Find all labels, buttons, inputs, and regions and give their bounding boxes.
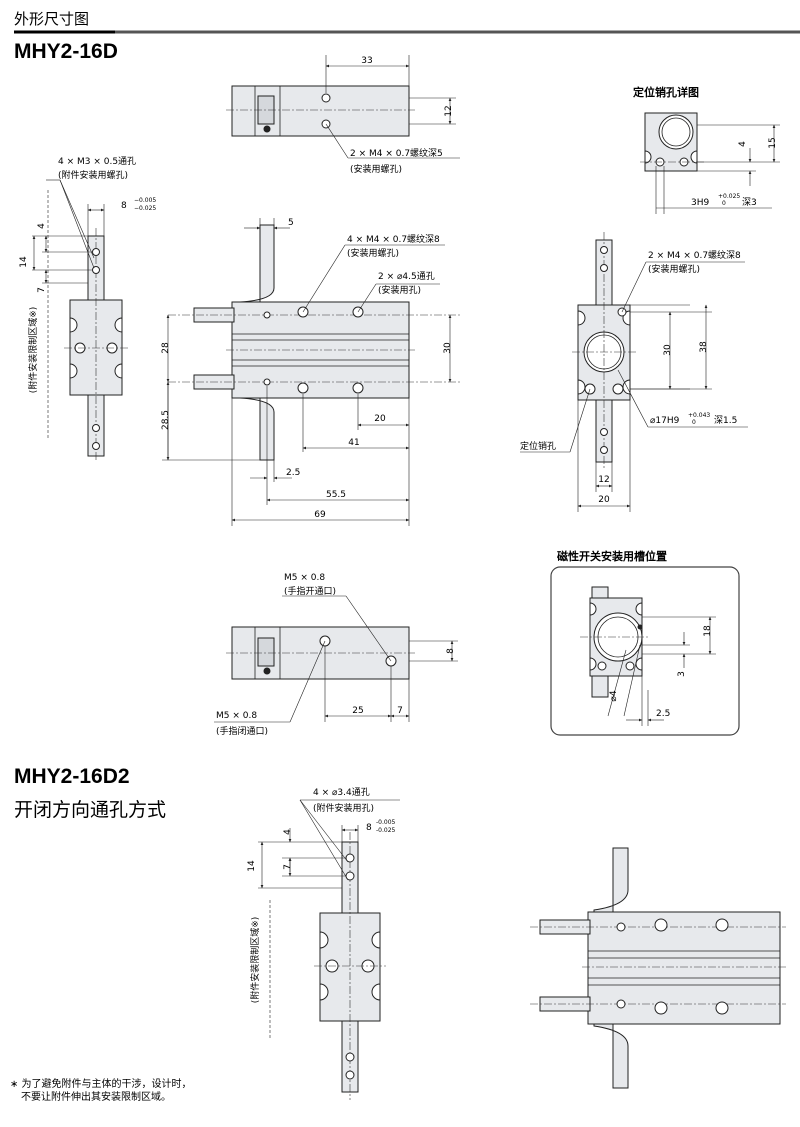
- switch-groove-detail: 磁性开关安装用槽位置 18 3 2.5 ⌀4: [550, 549, 740, 736]
- dim-4: 4: [37, 223, 47, 229]
- dim-28: 28: [161, 342, 171, 354]
- dim-25: 25: [352, 706, 363, 716]
- callout-finger-close: (手指闭通口): [216, 725, 268, 737]
- front-lower-flange: [239, 393, 275, 461]
- pin-3h9: 3H9: [691, 198, 709, 208]
- dim-41: 41: [348, 438, 359, 448]
- dim-4-d2: 4: [283, 829, 293, 835]
- footnote-line-2: 不要让附件伸出其安装限制区域。: [21, 1092, 171, 1103]
- dim-2-5: 2.5: [286, 468, 300, 478]
- tol-8-d2-upper: -0.005: [376, 819, 396, 826]
- bottom-view: 8 25 7 M5 × 0.8 (手指开通口) M5 × 0.8 (手指闭通口): [214, 573, 458, 737]
- phi17-tol-upper: +0.043: [688, 412, 710, 419]
- callout-phi17: ⌀17H9: [650, 416, 680, 426]
- dim-7: 7: [37, 287, 47, 293]
- pin-depth: 深3: [742, 197, 757, 208]
- d2-side-view: 4 7 14 8 -0.005 -0.025 4 × ⌀3.4通孔 (附件安装用…: [247, 787, 400, 1100]
- callout-finger-open: (手指开通口): [284, 585, 336, 597]
- dim-33: 33: [361, 56, 372, 66]
- tol-8-lower: −0.025: [134, 205, 156, 212]
- dim-15-pin: 15: [768, 137, 778, 148]
- switch-groove-frame: [550, 566, 740, 736]
- dim-5: 5: [288, 218, 294, 228]
- callout-m4-depth8-2: 2 × M4 × 0.7螺纹深8: [648, 249, 741, 261]
- top-view-pin: [263, 125, 271, 133]
- dim-20-right: 20: [598, 495, 610, 505]
- dim-38: 38: [699, 341, 709, 353]
- footnote: ∗ 为了避免附件与主体的干涉，设计时， 不要让附件伸出其安装限制区域。: [10, 1078, 192, 1104]
- callout-mount-screw: (安装用螺孔): [350, 163, 402, 175]
- callout-phi45-thru: 2 × ⌀4.5通孔: [378, 271, 435, 282]
- callout-mount-screw-3: (安装用螺孔): [648, 263, 700, 275]
- dim-2-5-switch: 2.5: [656, 709, 670, 719]
- callout-m3-thru: 4 × M3 × 0.5通孔: [58, 156, 136, 167]
- model-title-mhy2-16d: MHY2-16D: [14, 40, 118, 63]
- limit-zone-label-d2: (附件安装限制区域※): [249, 917, 261, 1004]
- callout-pin-hole: 定位销孔: [520, 440, 556, 452]
- dim-28-5: 28.5: [161, 410, 171, 430]
- dim-12-right: 12: [598, 475, 609, 485]
- callout-phi34-thru: 4 × ⌀3.4通孔: [313, 787, 370, 798]
- dim-3-switch: 3: [677, 671, 687, 677]
- dim-55-5: 55.5: [326, 490, 346, 500]
- dim-7-d2: 7: [283, 864, 293, 870]
- callout-m5-open: M5 × 0.8: [284, 573, 325, 583]
- dim-14-d2: 14: [247, 860, 257, 872]
- tol-8-d2-lower: -0.025: [376, 827, 396, 834]
- callout-m4-depth8-4: 4 × M4 × 0.7螺纹深8: [347, 233, 440, 245]
- dim-69: 69: [314, 510, 326, 520]
- callout-mount-hole: (安装用孔): [378, 284, 421, 296]
- dim-8-d2: 8: [366, 823, 372, 833]
- dim-14: 14: [19, 256, 29, 268]
- model-subtitle: 开闭方向通孔方式: [14, 800, 167, 821]
- dim-phi4-switch: ⌀4: [609, 690, 619, 701]
- d2-front-body: [587, 911, 781, 1025]
- dim-8: 8: [121, 201, 127, 211]
- tol-8-upper: −0.005: [134, 197, 156, 204]
- dim-20: 20: [374, 414, 386, 424]
- front-view: 5 28 28.5 30 20 41 2.5 55.5 69 4 × M4 × …: [161, 218, 462, 526]
- callout-mount-screw-2: (安装用螺孔): [347, 247, 399, 259]
- dim-30: 30: [443, 342, 453, 354]
- phi17-tol-lower: 0: [692, 419, 696, 426]
- pin-detail-title: 定位销孔详图: [633, 85, 699, 99]
- dim-30-right: 30: [663, 344, 673, 356]
- left-side-view: 4 14 7 8 −0.005 −0.025 4 × M3 × 0.5通孔 (附…: [19, 156, 156, 462]
- right-end-view: 30 38 12 20 2 × M4 × 0.7螺纹深8 (安装用螺孔) ⌀17…: [520, 232, 748, 512]
- pin-tol-upper: +0.025: [718, 193, 740, 200]
- dim-8-bottom: 8: [446, 648, 456, 654]
- page-title: 外形尺寸图: [14, 11, 90, 28]
- callout-attach-screw: (附件安装用螺孔): [58, 169, 128, 181]
- model-title-mhy2-16d2: MHY2-16D2: [14, 765, 130, 788]
- callout-attach-hole: (附件安装用孔): [313, 802, 374, 814]
- dim-18-switch: 18: [703, 625, 713, 637]
- callout-m5-close: M5 × 0.8: [216, 711, 257, 721]
- pin-tol-lower: 0: [722, 200, 726, 207]
- pin-hole-detail: 定位销孔详图 15 4 3H9 +0.025 0 深3: [633, 85, 780, 214]
- top-mount-hole-1: [321, 93, 331, 103]
- top-view: 33 12 2 × M4 × 0.7螺纹深5 (安装用螺孔): [226, 55, 460, 175]
- callout-m4-depth5: 2 × M4 × 0.7螺纹深5: [350, 147, 443, 159]
- switch-groove-title: 磁性开关安装用槽位置: [557, 549, 667, 563]
- phi17-depth: 深1.5: [714, 415, 737, 426]
- limit-zone-label: (附件安装限制区域※): [27, 307, 39, 394]
- dim-7-bottom: 7: [397, 706, 403, 716]
- dim-12: 12: [444, 105, 454, 116]
- dim-4-pin: 4: [738, 141, 748, 147]
- front-upper-flange: [239, 224, 275, 307]
- footnote-line-1: ∗ 为了避免附件与主体的干涉，设计时，: [10, 1079, 192, 1090]
- d2-front-view: [530, 847, 786, 1089]
